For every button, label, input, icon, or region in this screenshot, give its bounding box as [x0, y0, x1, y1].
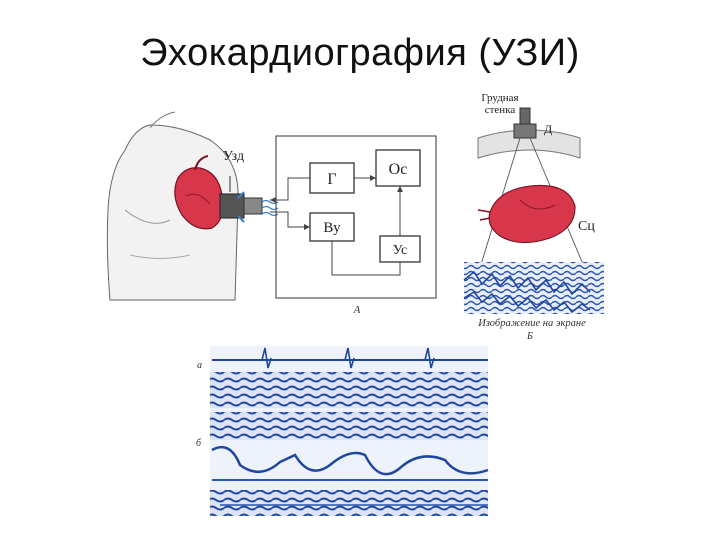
- echogram-image: [210, 346, 489, 516]
- oscilloscope-block: [375, 149, 421, 187]
- screen-echo-traces: [463, 270, 591, 314]
- block-scheme-frame: [275, 135, 437, 299]
- heart-section-illustration: [477, 184, 576, 244]
- diagram-b-caption: Б: [526, 331, 533, 342]
- ultrasound-probe: [219, 176, 263, 223]
- generator-block: [309, 162, 355, 194]
- torso-illustration: [106, 111, 239, 301]
- screen-caption: Изображение на экране: [477, 318, 586, 329]
- echogram-label-a: а: [197, 360, 202, 371]
- probe-label: Узд: [223, 149, 244, 164]
- chest-wall-illustration: [469, 107, 599, 301]
- generator-label: Г: [327, 171, 336, 188]
- receiver-label: Ву: [323, 220, 341, 236]
- heart-label: Сц: [578, 219, 595, 234]
- connection-arrows: [270, 175, 403, 230]
- oscilloscope-label: Ос: [389, 161, 408, 178]
- chest-wall-label-1: Грудная: [481, 92, 518, 104]
- diagram-a-caption: А: [353, 304, 361, 316]
- echogram-label-b: б: [196, 438, 202, 449]
- sensor-label: Д: [544, 122, 552, 136]
- block-connections: [270, 177, 401, 276]
- slide-title: Эхокардиография (УЗИ): [140, 32, 580, 74]
- amplifier-label: Ус: [393, 243, 407, 258]
- chest-wall-label-2: стенка: [485, 104, 516, 116]
